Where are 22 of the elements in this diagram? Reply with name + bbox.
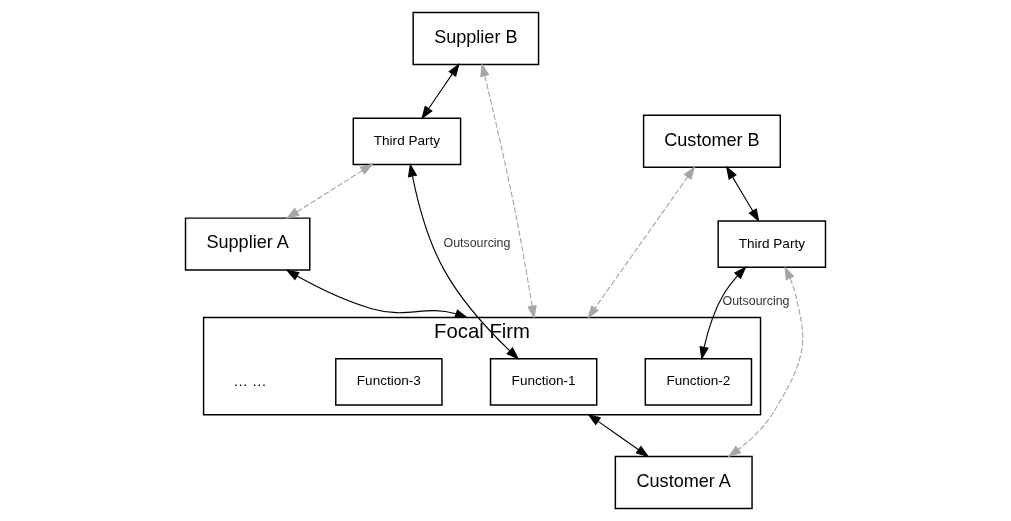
- arrow: [480, 63, 537, 320]
- arrow: [727, 266, 804, 458]
- label: … …: [233, 372, 267, 389]
- edge-label: Outsourcing: [722, 293, 790, 308]
- arrow: [699, 266, 747, 361]
- node-box: Customer A: [614, 455, 753, 510]
- node-box: Third Party: [717, 220, 827, 268]
- node-box: Customer B: [642, 114, 782, 169]
- node-box: Third Party: [352, 117, 462, 166]
- node-box: Function-3: [335, 358, 443, 406]
- node-box: Supplier A: [184, 217, 311, 271]
- arrow: [725, 165, 760, 223]
- node-box: Supplier B: [412, 11, 540, 66]
- arrow: [421, 63, 460, 120]
- arrow: [587, 166, 696, 319]
- arrow: [285, 269, 469, 319]
- arrow: [587, 413, 650, 458]
- arrow: [407, 163, 520, 360]
- edge-label: Outsourcing: [443, 236, 511, 251]
- arrow: [285, 163, 374, 219]
- node-box: Function-2: [644, 358, 753, 406]
- node-box: Function-1: [489, 358, 598, 406]
